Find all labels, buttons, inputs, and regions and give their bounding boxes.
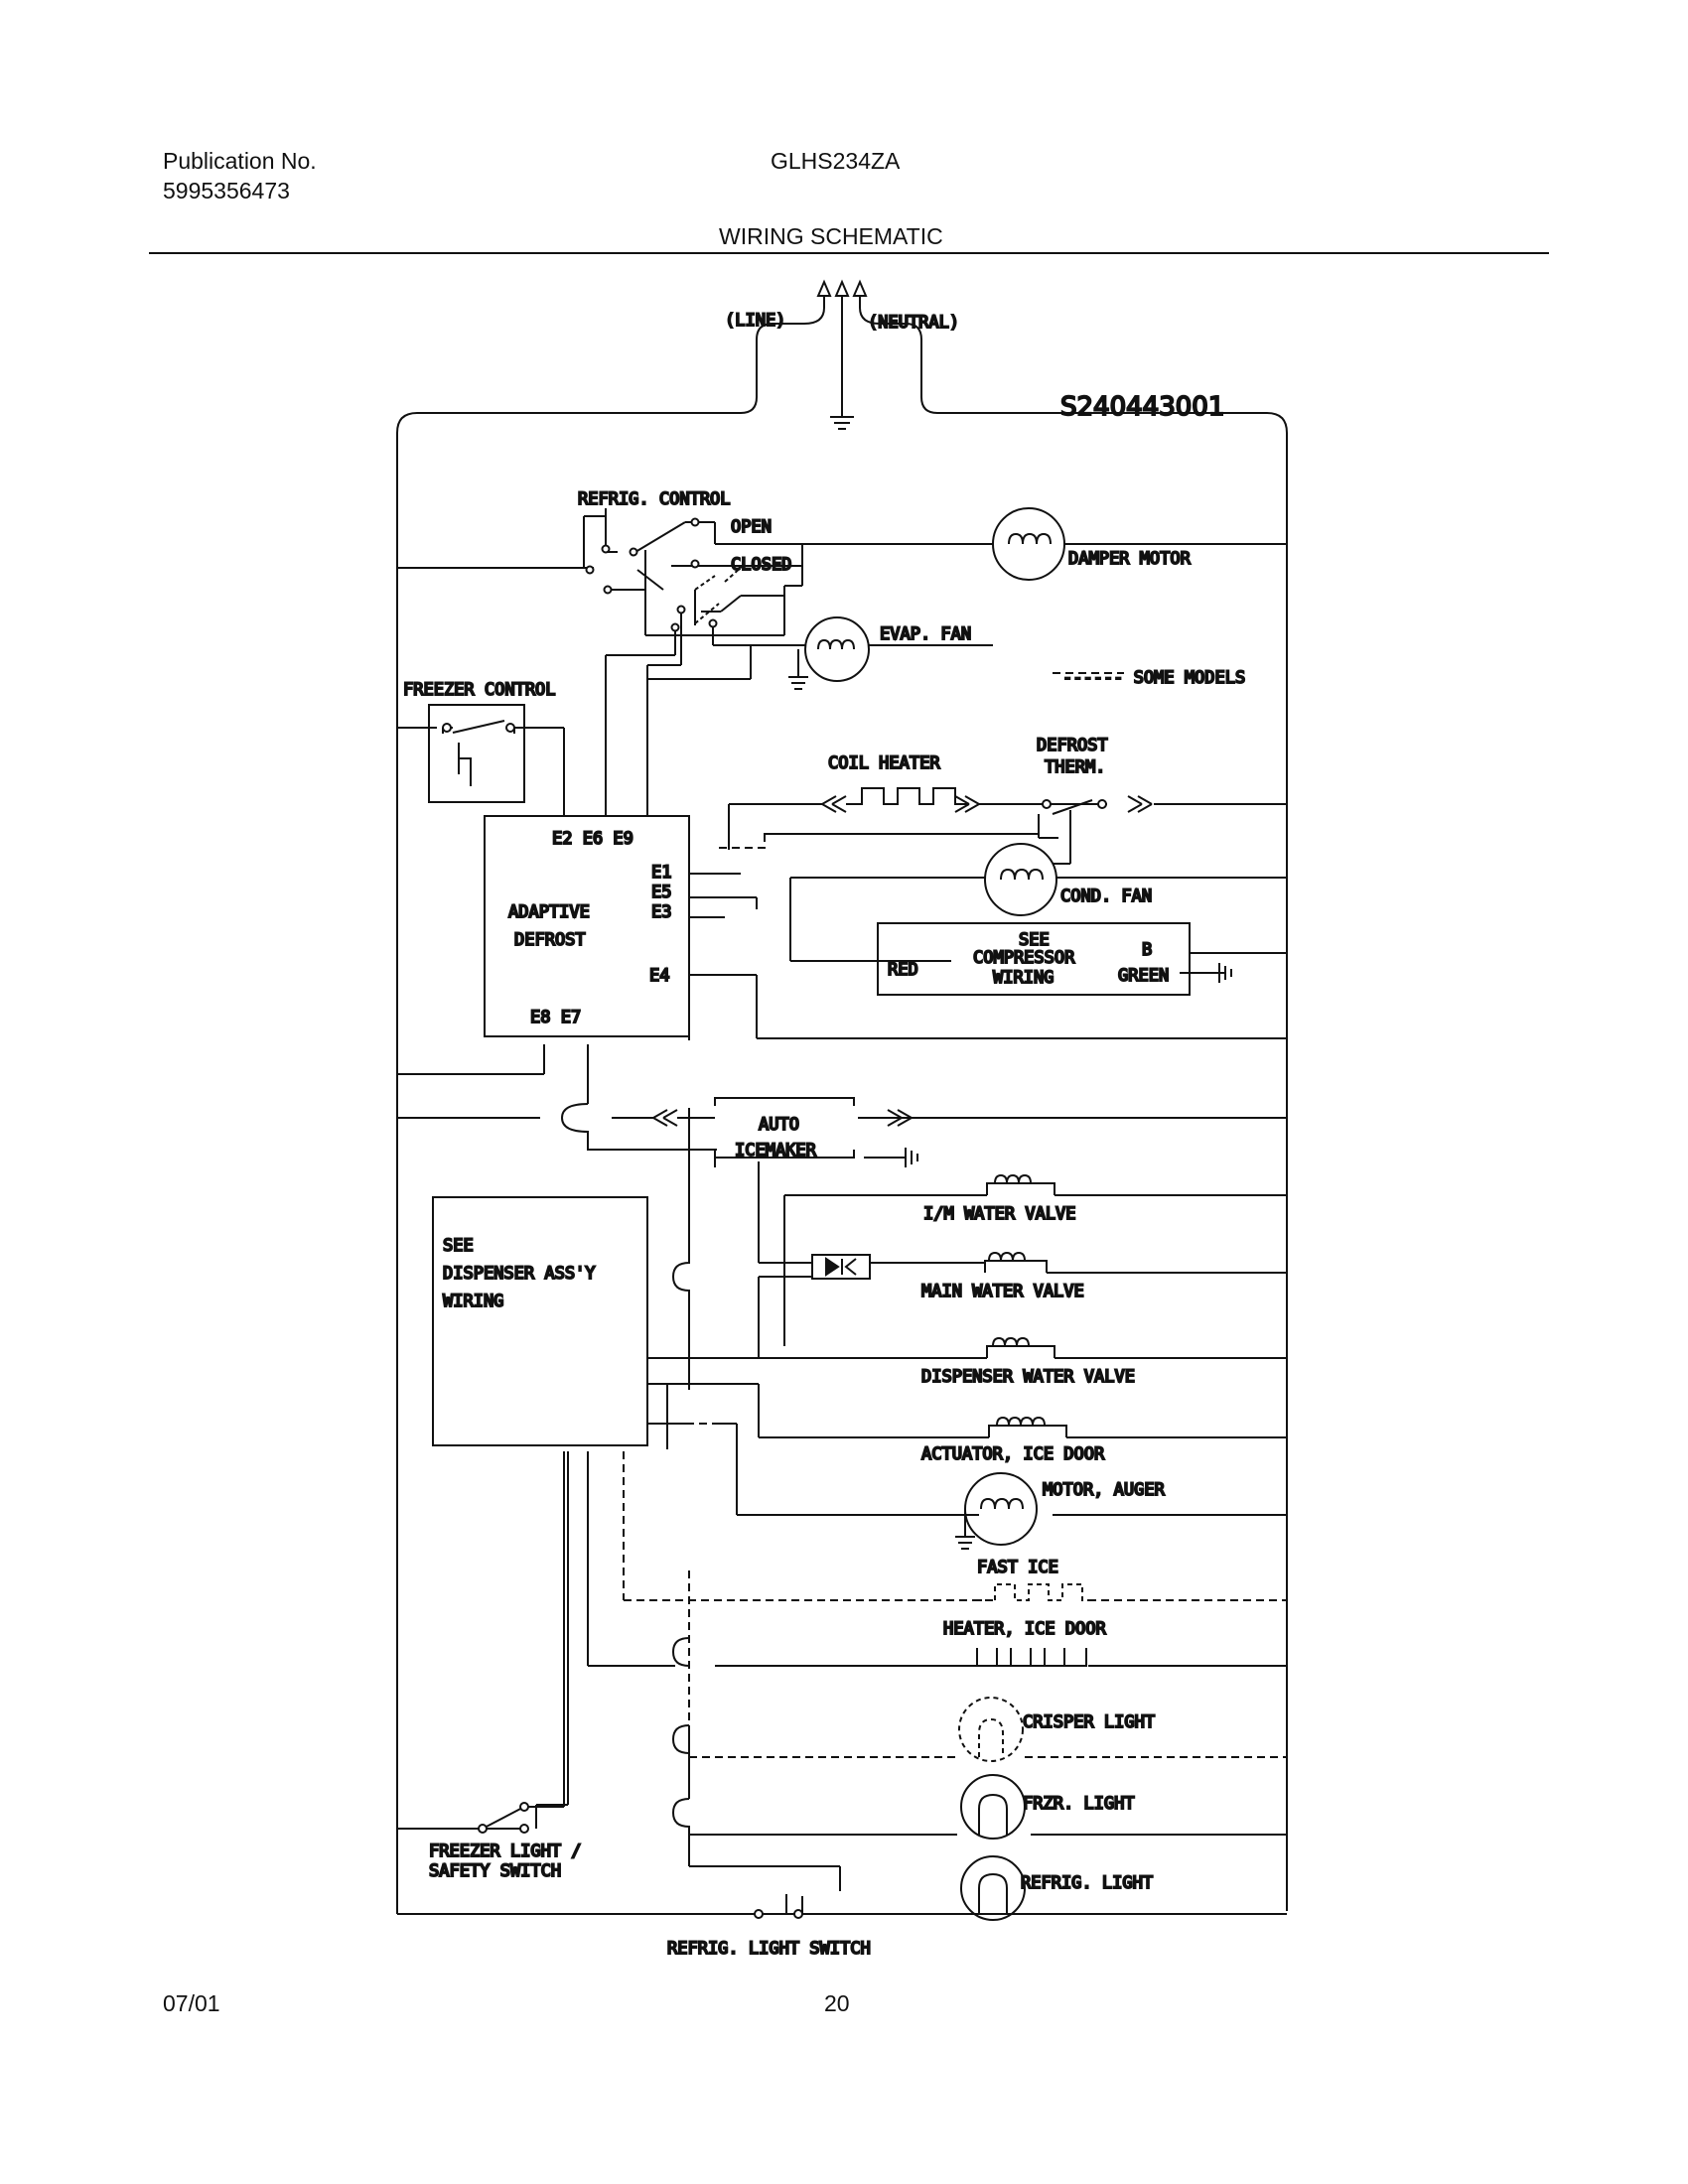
drawing-number: S240443001	[1060, 392, 1224, 422]
freezer-control-box	[428, 704, 525, 803]
main-water-valve-icon	[984, 1251, 1048, 1273]
publication-number: 5995356473	[163, 178, 290, 204]
dispenser-label-3: WIRING	[443, 1292, 503, 1311]
terminal-e4: E4	[649, 966, 669, 986]
refrig-control-label: REFRIG. CONTROL	[578, 489, 731, 509]
motor-auger-label: MOTOR, AUGER	[1043, 1480, 1166, 1500]
adaptive-defrost-bottom-terminals: E8 E7	[530, 1008, 581, 1027]
closed-label: CLOSED	[731, 555, 791, 575]
compressor-label-1: SEE	[1019, 930, 1050, 950]
footer-date: 07/01	[163, 1990, 220, 2016]
terminal-e3: E3	[651, 902, 671, 922]
fast-ice-heater-icon	[977, 1583, 1096, 1601]
motor-auger-icon	[955, 1472, 1038, 1550]
adaptive-defrost-label-2: DEFROST	[514, 930, 586, 950]
adaptive-defrost-label-1: ADAPTIVE	[508, 902, 590, 922]
auto-icemaker-box	[652, 1097, 918, 1167]
freezer-light-switch	[478, 1451, 565, 1834]
evap-fan-label: EVAP. FAN	[880, 624, 971, 644]
page-number: 20	[824, 1990, 850, 2016]
refrig-control-switch	[605, 508, 803, 624]
refrig-light-label: REFRIG. LIGHT	[1021, 1873, 1153, 1893]
crisper-light-label: CRISPER LIGHT	[1023, 1712, 1155, 1732]
main-water-valve-label: MAIN WATER VALVE	[921, 1282, 1084, 1301]
publication-label: Publication No.	[163, 148, 317, 174]
defrost-therm-label-2: THERM.	[1045, 757, 1105, 777]
power-cord	[396, 279, 1288, 473]
dispenser-label-1: SEE	[443, 1236, 474, 1256]
fast-ice-label: FAST ICE	[977, 1558, 1058, 1577]
open-label: OPEN	[731, 517, 772, 537]
refrig-light-switch-label: REFRIG. LIGHT SWITCH	[667, 1939, 871, 1959]
cond-fan-label: COND. FAN	[1060, 887, 1152, 906]
compressor-label-3: WIRING	[993, 968, 1054, 988]
refrig-light-switch	[754, 1894, 803, 1919]
freezer-light-switch-label-2: SAFETY SWITCH	[429, 1861, 561, 1881]
frzr-light-label: FRZR. LIGHT	[1023, 1794, 1135, 1814]
dispenser-water-valve-icon	[986, 1336, 1055, 1358]
ground-symbol	[830, 416, 854, 430]
frzr-light-icon	[960, 1774, 1026, 1840]
coil-heater-label: COIL HEATER	[828, 753, 940, 773]
compressor-box	[877, 922, 1191, 996]
refrig-light-icon	[960, 1855, 1026, 1921]
damper-motor-label: DAMPER MOTOR	[1068, 549, 1192, 569]
cond-fan-icon	[984, 843, 1057, 916]
heater-ice-door-label: HEATER, ICE DOOR	[943, 1619, 1107, 1639]
diode-block-icon	[811, 1254, 871, 1280]
dispenser-label-2: DISPENSER ASS'Y	[443, 1264, 596, 1284]
some-models-legend: ------ SOME MODELS	[1062, 668, 1245, 688]
defrost-therm-icon	[1042, 795, 1153, 815]
terminal-e5: E5	[651, 883, 671, 902]
heater-ice-door-icon	[976, 1648, 1087, 1667]
auto-icemaker-label-2: ICEMAKER	[735, 1141, 817, 1160]
page-title: WIRING SCHEMATIC	[719, 223, 943, 249]
compressor-red-label: RED	[888, 960, 918, 980]
terminal-e1: E1	[651, 863, 671, 883]
adaptive-defrost-box	[484, 815, 690, 1037]
main-wiring	[396, 443, 1288, 1915]
neutral-label: (NEUTRAL)	[868, 313, 959, 333]
ground-symbol	[1180, 963, 1232, 983]
freezer-light-switch-label-1: FREEZER LIGHT /	[429, 1842, 582, 1861]
compressor-b-label: B	[1142, 940, 1152, 960]
evap-fan-icon	[788, 616, 870, 690]
optional-wiring	[623, 672, 1287, 1758]
auto-icemaker-label-1: AUTO	[759, 1115, 799, 1135]
header-rule	[149, 252, 1549, 254]
model-number: GLHS234ZA	[771, 148, 901, 174]
dispenser-box	[432, 1196, 648, 1446]
adaptive-defrost-top-terminals: E2 E6 E9	[552, 829, 633, 849]
actuator-ice-door-label: ACTUATOR, ICE DOOR	[921, 1444, 1105, 1464]
compressor-green-label: GREEN	[1118, 966, 1169, 986]
crisper-light-icon	[958, 1697, 1024, 1762]
im-water-valve-label: I/M WATER VALVE	[923, 1204, 1076, 1224]
defrost-therm-label-1: DEFROST	[1037, 736, 1108, 755]
im-water-valve-icon	[986, 1173, 1055, 1195]
damper-motor-icon	[992, 507, 1065, 581]
coil-heater-icon	[819, 787, 1048, 813]
compressor-label-2: COMPRESSOR	[973, 948, 1075, 968]
actuator-ice-door-icon	[988, 1416, 1067, 1437]
line-label: (LINE)	[725, 311, 785, 331]
dispenser-water-valve-label: DISPENSER WATER VALVE	[921, 1367, 1135, 1387]
freezer-control-label: FREEZER CONTROL	[403, 680, 556, 700]
